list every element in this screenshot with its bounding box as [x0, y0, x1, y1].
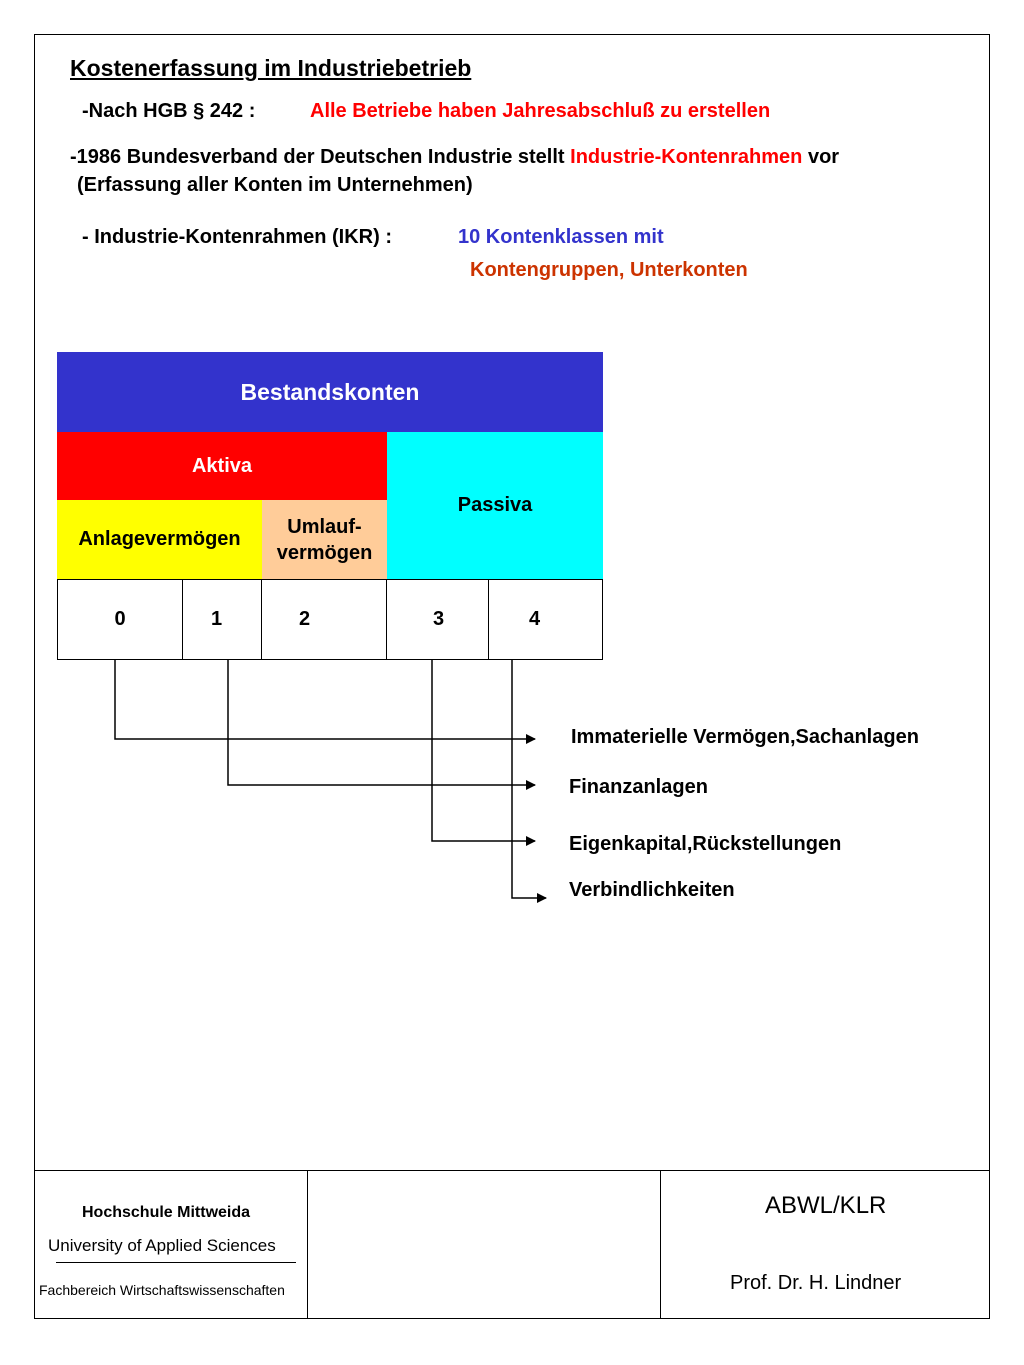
university-underline [56, 1262, 296, 1263]
professor-name: Prof. Dr. H. Lindner [730, 1272, 902, 1294]
target-label-immaterielle: Immaterielle Vermögen,Sachanlagen [571, 726, 919, 748]
class-cell-1: 1 [182, 579, 263, 660]
target-label-finanzanlagen: Finanzanlagen [569, 776, 708, 798]
class-number: 1 [211, 608, 223, 630]
class-number: 0 [114, 608, 126, 630]
footer-divider-1 [307, 1170, 308, 1319]
footer-divider-2 [660, 1170, 661, 1319]
aktiva-box: Aktiva [57, 432, 387, 500]
bestandskonten-label: Bestandskonten [240, 378, 420, 405]
arrow-class-1 [227, 660, 536, 790]
page-title: Kostenerfassung im Industriebetrieb [70, 55, 472, 81]
school-name: Hochschule Mittweida [82, 1204, 251, 1221]
page-frame [34, 34, 990, 1319]
course-title: ABWL/KLR [765, 1192, 887, 1219]
arrow-class-0 [114, 660, 536, 744]
ikr-prefix: - Industrie-Kontenrahmen (IKR) : [82, 226, 392, 248]
umlauf-line1: Umlauf- [287, 515, 362, 538]
department-name: Fachbereich Wirtschaftswissenschaften [39, 1282, 285, 1298]
class-number: 3 [433, 608, 445, 630]
target-label-verbindlichkeiten: Verbindlichkeiten [569, 879, 735, 901]
hgb-text: Alle Betriebe haben Jahresabschluß zu er… [310, 100, 771, 122]
class-number: 2 [299, 608, 311, 630]
bdi-highlight: Industrie-Kontenrahmen [570, 146, 803, 168]
ikr-groups: Kontengruppen, Unterkonten [470, 259, 748, 281]
class-cell-2: 2 [261, 579, 388, 660]
aktiva-label: Aktiva [191, 454, 253, 477]
bdi-suffix: vor [807, 146, 840, 168]
passiva-label: Passiva [457, 494, 533, 516]
umlaufvermoegen-label: Umlauf- vermögen [277, 514, 373, 566]
bdi-prefix: -1986 Bundesverband der Deutschen Indust… [70, 146, 565, 168]
umlauf-line2: vermögen [276, 541, 373, 564]
class-cell-4: 4 [488, 579, 603, 660]
target-label-eigenkapital: Eigenkapital,Rückstellungen [569, 833, 842, 855]
bdi-line2: (Erfassung aller Konten im Unternehmen) [77, 174, 473, 196]
bestandskonten-box: Bestandskonten [57, 352, 603, 432]
class-number: 4 [529, 608, 541, 630]
hgb-prefix: -Nach HGB § 242 : [82, 100, 256, 122]
class-cell-0: 0 [57, 579, 183, 660]
anlagevermoegen-box: Anlagevermögen [57, 500, 262, 579]
umlaufvermoegen-box: Umlauf- vermögen [262, 500, 387, 579]
arrow-class-3 [431, 660, 536, 846]
university-name: University of Applied Sciences [48, 1236, 276, 1255]
ikr-classes: 10 Kontenklassen mit [458, 226, 664, 248]
class-cell-3: 3 [386, 579, 490, 660]
anlagevermoegen-label: Anlagevermögen [78, 528, 241, 550]
passiva-box: Passiva [387, 432, 603, 579]
footer [34, 1170, 990, 1319]
arrow-class-4 [511, 660, 547, 903]
bdi-line: -1986 Bundesverband der Deutschen Indust… [70, 146, 839, 169]
